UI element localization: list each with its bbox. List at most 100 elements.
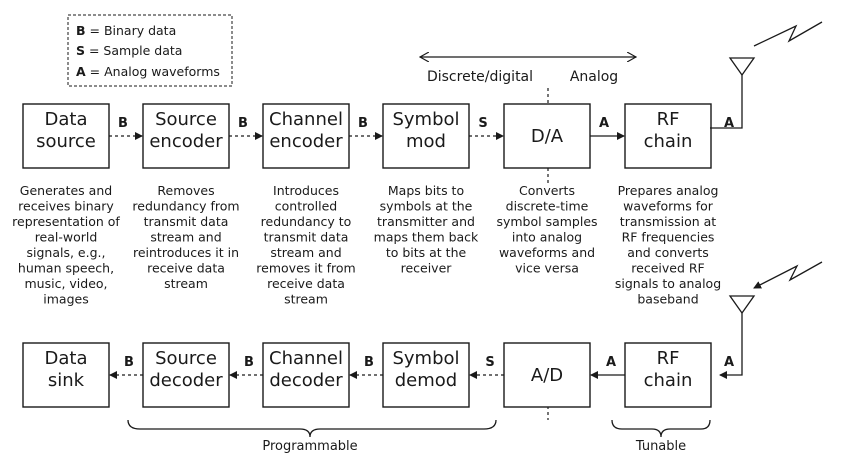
tx-link-label: B bbox=[118, 116, 128, 131]
block-description-line: receive data bbox=[147, 261, 225, 276]
tx-block-frame bbox=[142, 103, 230, 169]
rx-block-label-line: decoder bbox=[269, 370, 343, 391]
block-description-line: Removes bbox=[157, 183, 214, 198]
block-description-line: stream and bbox=[150, 230, 221, 245]
analog-domain-label: Analog bbox=[570, 69, 618, 85]
tx-block-label-line: Source bbox=[155, 109, 217, 130]
rx-block-frame bbox=[503, 342, 591, 408]
rx-link-label: B bbox=[364, 355, 374, 370]
rx-block-label-line: A/D bbox=[531, 365, 563, 386]
digital-domain-label: Discrete/digital bbox=[427, 69, 533, 85]
block-description-line: transmitter and bbox=[377, 214, 475, 229]
block-description-line: stream and bbox=[270, 245, 341, 260]
rx-block-label-line: chain bbox=[644, 370, 693, 391]
block-description-line: transmit data bbox=[264, 230, 349, 245]
block-description-line: discrete-time bbox=[506, 199, 589, 214]
block-description-line: signals to analog bbox=[615, 276, 721, 291]
tx-block-frame bbox=[624, 103, 712, 169]
rx-link-label: B bbox=[124, 355, 134, 370]
block-description-line: Maps bits to bbox=[388, 183, 464, 198]
rx-block-label-line: demod bbox=[395, 370, 457, 391]
tunable-brace: Tunable bbox=[611, 419, 711, 454]
block-description-line: stream bbox=[164, 276, 208, 291]
legend-analog: A = Analog waveforms bbox=[76, 64, 220, 79]
tx-block-label-line: encoder bbox=[269, 131, 343, 152]
tx-link-label: S bbox=[478, 116, 487, 131]
block-description-line: Converts bbox=[519, 183, 575, 198]
rx-block-frame bbox=[624, 342, 712, 408]
tx-block-label-line: D/A bbox=[531, 126, 564, 147]
tx-link-label: A bbox=[724, 116, 734, 131]
tx-block-frame bbox=[382, 103, 470, 169]
block-description-line: transmission at bbox=[620, 214, 716, 229]
tx-block-label-line: source bbox=[36, 131, 96, 152]
block-description-line: to bits at the bbox=[386, 245, 467, 260]
block-description-line: human speech, bbox=[18, 261, 114, 276]
block-description-line: vice versa bbox=[515, 261, 579, 276]
legend-sample: S = Sample data bbox=[76, 43, 182, 58]
rx-block-label-line: RF bbox=[657, 348, 680, 369]
receive-chain: DatasinkSourcedecoderChanneldecoderSymbo… bbox=[22, 342, 734, 408]
block-description-line: representation of bbox=[12, 214, 120, 229]
tx-link-label: B bbox=[238, 116, 248, 131]
legend: B = Binary data S = Sample data A = Anal… bbox=[67, 14, 233, 87]
rx-antenna-icon bbox=[719, 261, 823, 379]
block-description-line: Generates and bbox=[20, 183, 112, 198]
rx-block-label-line: sink bbox=[48, 370, 85, 391]
block-description-line: receives binary bbox=[18, 199, 114, 214]
tx-block-label-line: RF bbox=[657, 109, 680, 130]
tx-block-label-line: Channel bbox=[269, 109, 343, 130]
tx-block-label-line: Data bbox=[45, 109, 88, 130]
block-description-line: real-world bbox=[35, 230, 98, 245]
block-description-line: transmit data bbox=[144, 214, 229, 229]
rx-block-frame bbox=[142, 342, 230, 408]
block-description-line: reintroduces it in bbox=[133, 245, 239, 260]
block-description-line: Prepares analog bbox=[618, 183, 719, 198]
block-description-line: receive data bbox=[267, 276, 345, 291]
rx-block-frame bbox=[382, 342, 470, 408]
rx-block-label-line: Source bbox=[155, 348, 217, 369]
rx-block-label-line: Channel bbox=[269, 348, 343, 369]
block-description-line: received RF bbox=[631, 261, 704, 276]
transmit-chain: DatasourceSourceencoderChannelencoderSym… bbox=[22, 103, 734, 169]
rx-block-label-line: decoder bbox=[149, 370, 223, 391]
block-description-line: and converts bbox=[627, 245, 709, 260]
block-description-line: redundancy from bbox=[132, 199, 239, 214]
rx-block-a-d: A/D bbox=[503, 342, 591, 408]
block-description-line: symbol samples bbox=[496, 214, 597, 229]
tx-block-frame bbox=[22, 103, 110, 169]
block-description-line: images bbox=[43, 292, 88, 307]
tx-block-label-line: encoder bbox=[149, 131, 223, 152]
block-description-line: redundancy to bbox=[261, 214, 352, 229]
tx-block-d-a: D/A bbox=[503, 103, 591, 169]
rx-link-label: A bbox=[606, 355, 616, 370]
block-description-line: into analog bbox=[512, 230, 582, 245]
block-description-line: stream bbox=[284, 292, 328, 307]
block-description-line: symbols at the bbox=[380, 199, 473, 214]
block-description-line: baseband bbox=[637, 292, 698, 307]
block-description-line: RF frequencies bbox=[622, 230, 715, 245]
rx-block-label-line: Symbol bbox=[392, 348, 459, 369]
tx-block-label-line: mod bbox=[406, 131, 446, 152]
rx-link-label: A bbox=[724, 355, 734, 370]
block-description-line: music, video, bbox=[24, 276, 107, 291]
block-description-line: Introduces bbox=[273, 183, 339, 198]
rx-link-label: S bbox=[485, 355, 494, 370]
block-description-line: waveforms and bbox=[499, 245, 595, 260]
